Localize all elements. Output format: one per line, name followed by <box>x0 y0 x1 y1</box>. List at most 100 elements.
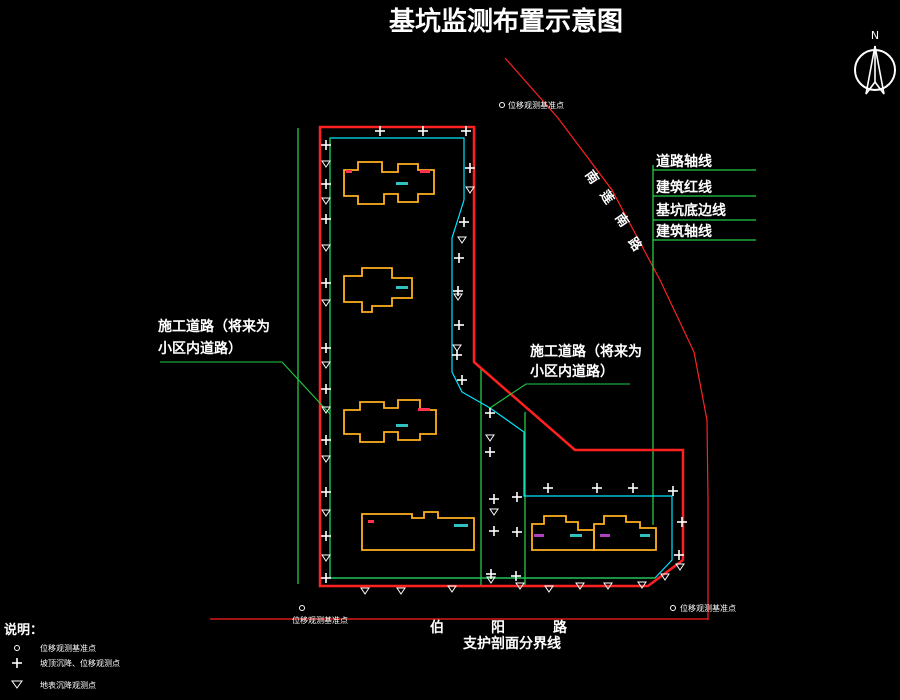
pit-red-line <box>318 125 685 588</box>
surface-point-11 <box>457 236 467 244</box>
slope-point-8 <box>321 343 331 353</box>
building-4 <box>361 511 475 551</box>
surface-point-24 <box>637 581 647 589</box>
building-3 <box>343 399 437 443</box>
surface-point-2 <box>321 197 331 205</box>
east-road-char-4: 路 <box>624 234 645 255</box>
slope-point-30 <box>592 483 602 493</box>
section-boundary-label: 支护剖面分界线 <box>462 635 561 652</box>
triangle-icon <box>11 680 23 689</box>
legend-building-axis: 建筑轴线 <box>656 223 712 240</box>
surface-point-8 <box>321 509 331 517</box>
construction-road-callout-right: 施工道路（将来为 小区内道路） <box>489 343 642 409</box>
plus-icon <box>12 658 22 668</box>
construction-road-callout-left: 施工道路（将来为 小区内道路） <box>158 318 331 415</box>
east-road-char-2: 莲 <box>596 187 617 207</box>
slope-point-34 <box>674 550 684 560</box>
surface-point-4 <box>321 299 331 307</box>
surface-point-25 <box>660 573 670 581</box>
surface-point-26 <box>675 563 685 571</box>
surface-settlement-points <box>321 160 685 595</box>
legend-pit-bottom-line: 基坑底边线 <box>656 202 726 219</box>
slope-point-12 <box>321 531 331 541</box>
slope-point-11 <box>321 487 331 497</box>
surface-point-21 <box>544 585 554 593</box>
slope-point-33 <box>677 517 687 527</box>
pit-bottom-edge <box>329 137 673 579</box>
slope-point-7 <box>321 278 331 288</box>
page-title: 基坑监测布置示意图 <box>389 6 623 37</box>
surface-point-1 <box>321 160 331 168</box>
slope-point-18 <box>454 320 464 330</box>
east-road-char-1: 南 <box>581 167 602 187</box>
surface-point-14 <box>485 434 495 442</box>
slope-point-1 <box>375 126 385 136</box>
slope-point-13 <box>321 573 331 583</box>
east-road-name: 南 莲 南 路 <box>581 167 645 255</box>
explanation-item-3: 地表沉降观测点 <box>40 680 96 690</box>
slope-point-15 <box>459 217 469 227</box>
slope-point-26 <box>512 492 522 502</box>
slope-point-27 <box>512 527 522 537</box>
surface-point-13 <box>452 344 462 352</box>
surface-point-15 <box>489 508 499 516</box>
benchmark-bottom-right-label: 位移观测基准点 <box>680 603 736 613</box>
north-label: N <box>871 29 879 42</box>
slope-point-6 <box>321 214 331 224</box>
slope-point-2 <box>418 126 428 136</box>
slope-settlement-points <box>321 126 687 583</box>
slope-point-16 <box>454 253 464 263</box>
legend-building-red-line: 建筑红线 <box>656 179 712 196</box>
explanation-legend: 说明： 位移观测基准点 坡顶沉降、位移观测点 地表沉降观测点 <box>4 622 120 690</box>
slope-point-14 <box>465 163 475 173</box>
slope-point-5 <box>321 179 331 189</box>
building-annotations <box>346 170 650 537</box>
benchmark-bottom-left-label: 位移观测基准点 <box>292 615 348 625</box>
slope-point-32 <box>668 486 678 496</box>
south-road-char-2: 阳 <box>491 620 505 636</box>
north-arrow-icon: N <box>854 29 896 95</box>
surface-point-16 <box>486 576 496 584</box>
slope-point-10 <box>321 435 331 445</box>
slope-point-23 <box>489 494 499 504</box>
slope-point-4 <box>321 140 331 150</box>
benchmark-top-label: 位移观测基准点 <box>508 100 564 110</box>
surface-point-17 <box>360 587 370 595</box>
benchmark-bottom-left: 位移观测基准点 <box>292 605 348 625</box>
surface-point-10 <box>465 186 475 194</box>
building-1 <box>343 161 435 205</box>
surface-point-7 <box>321 455 331 463</box>
surface-point-9 <box>321 554 331 562</box>
surface-point-5 <box>321 361 331 369</box>
surface-point-6 <box>321 406 331 414</box>
slope-point-22 <box>485 447 495 457</box>
surface-point-22 <box>575 582 585 590</box>
building-2 <box>343 267 413 313</box>
construction-road-right-line1: 施工道路（将来为 <box>530 343 642 360</box>
construction-road-right-line2: 小区内道路） <box>530 363 614 380</box>
construction-road-left-line2: 小区内道路） <box>158 340 242 357</box>
benchmark-bottom-right: 位移观测基准点 <box>670 603 736 613</box>
surface-point-3 <box>321 244 331 252</box>
slope-point-9 <box>321 384 331 394</box>
south-road-char-1: 伯 <box>430 619 444 636</box>
slope-point-28 <box>511 571 521 581</box>
benchmark-top: 位移观测基准点 <box>499 100 564 110</box>
explanation-item-2: 坡顶沉降、位移观测点 <box>40 658 120 668</box>
east-road-axis <box>504 57 709 620</box>
slope-point-31 <box>628 483 638 493</box>
slope-point-29 <box>543 483 553 493</box>
building-5 <box>531 515 657 551</box>
surface-point-20 <box>515 582 525 590</box>
slope-point-20 <box>457 375 467 385</box>
explanation-heading: 说明： <box>4 622 43 638</box>
south-road-char-3: 路 <box>553 619 568 636</box>
east-road-char-3: 南 <box>611 210 632 230</box>
slope-point-21 <box>485 408 495 418</box>
surface-point-23 <box>603 582 613 590</box>
south-road-name: 伯 阳 路 <box>430 619 568 636</box>
surface-point-19 <box>447 585 457 593</box>
surface-point-18 <box>396 587 406 595</box>
explanation-item-1: 位移观测基准点 <box>40 643 96 653</box>
